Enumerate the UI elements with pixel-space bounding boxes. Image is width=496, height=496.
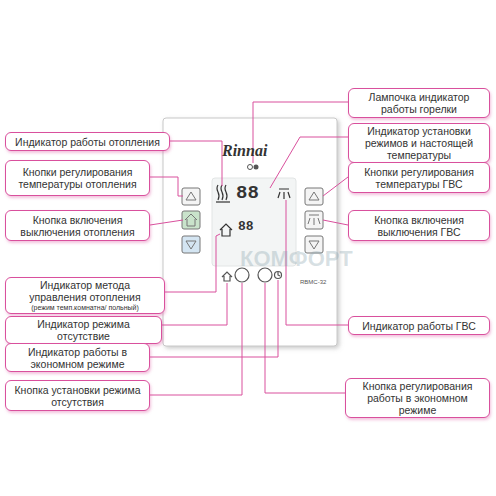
callout-box: Лампочка индикатор работы горелки (348, 88, 490, 118)
callout-note: (режим темп.комнатна/ польный) (31, 303, 139, 312)
right-buttons (305, 188, 323, 253)
burner-lamp (248, 165, 253, 170)
callout-text: Кнопки регулирования температуры ГВС (353, 166, 485, 190)
callout-text: Кнопки регулирования температуры отоплен… (10, 166, 145, 190)
bottom-buttons (222, 268, 282, 282)
callout-box: Кнопка регулирования работы в экономном … (345, 378, 490, 418)
callout-box: Индикатор установки режимов и настоящей … (348, 123, 490, 163)
display-icons (216, 185, 290, 236)
device-label: 88 (238, 220, 254, 233)
device-label: Rinnai (222, 143, 267, 159)
callout-box: Индикатор работы отопления (5, 132, 170, 151)
callout-text: Кнопка включения выключения отопления (10, 214, 145, 238)
callout-text: Лампочка индикатор работы горелки (353, 91, 485, 115)
callout-box: Кнопка включения выключения ГВС (348, 210, 490, 241)
callout-text: Индикатор работы ГВС (362, 320, 476, 332)
callout-text: Кнопка включения выключения ГВС (353, 214, 485, 238)
callout-text: Индикатор установки режимов и настоящей … (353, 125, 485, 161)
device-label: RBMC-32 (300, 279, 326, 285)
callout-text: Кнопка регулирования работы в экономном … (350, 380, 485, 416)
callout-text: Индикатор работы отопления (15, 136, 160, 148)
callout-text: Кнопка установки режима отсутствия (10, 384, 145, 408)
device-label: 88 (236, 184, 259, 203)
burner-lamp (254, 165, 259, 170)
callout-box: Кнопка установки режима отсутствия (5, 380, 150, 411)
watermark: КОМФОРТ (240, 248, 353, 270)
callout-box: Кнопки регулирования температуры ГВС (348, 162, 490, 193)
callout-box: Индикатор работы ГВС (348, 316, 490, 335)
thermostat-panel (163, 118, 337, 346)
callout-box: Индикатор режима отсутствие (5, 316, 162, 344)
callout-box: Кнопка включения выключения отопления (5, 210, 150, 241)
callout-text: Индикатор метода управления отопления (10, 279, 160, 303)
callout-box: Индикатор работы в экономном режиме (5, 343, 150, 372)
callout-text: Индикатор режима отсутствие (10, 318, 157, 342)
callout-text: Индикатор работы в экономном режиме (10, 346, 145, 370)
callout-box: Индикатор метода управления отопления(ре… (5, 277, 165, 314)
callout-box: Кнопки регулирования температуры отоплен… (5, 160, 150, 196)
left-buttons (182, 188, 200, 253)
